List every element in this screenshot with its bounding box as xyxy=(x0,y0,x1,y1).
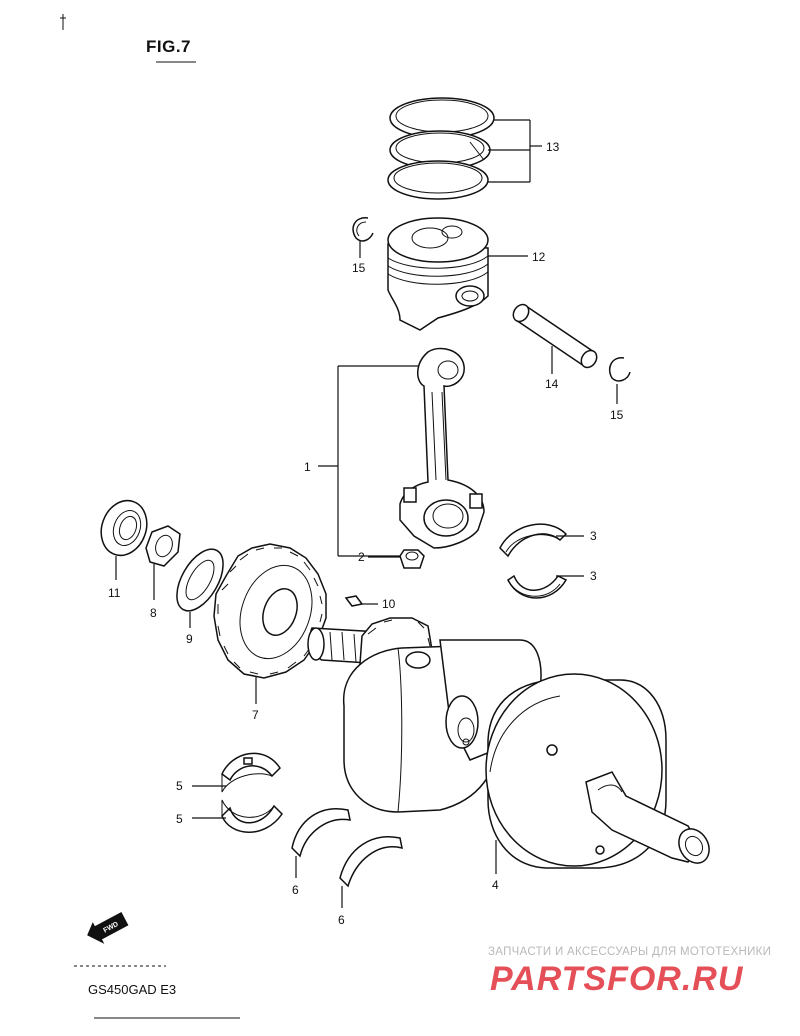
crank-bearing-upper[interactable] xyxy=(221,752,281,793)
watermark-tagline: ЗАПЧАСТИ И АКСЕССУАРЫ ДЛЯ МОТОТЕХНИКИ xyxy=(488,946,771,958)
ring-set-leader xyxy=(488,119,542,183)
piston[interactable] xyxy=(387,217,489,331)
conrod-assy-bracket xyxy=(318,365,418,557)
callout-3-lower[interactable]: 3 xyxy=(590,569,597,583)
piston-pin-circlip-left[interactable] xyxy=(352,217,374,242)
conrod-bearing-lower[interactable] xyxy=(507,574,568,599)
callout-2[interactable]: 2 xyxy=(358,550,365,564)
scan-marks xyxy=(60,14,196,63)
thrust-washer-right[interactable] xyxy=(339,836,403,888)
watermark-logo: PARTSFOR.RU xyxy=(490,960,744,998)
callout-14[interactable]: 14 xyxy=(545,377,559,391)
piston-pin-circlip-right[interactable] xyxy=(608,357,631,382)
callout-6-right[interactable]: 6 xyxy=(338,913,345,927)
crankshaft[interactable] xyxy=(307,617,715,869)
conrod-bearing-upper[interactable] xyxy=(499,523,568,558)
piston-ring-set[interactable] xyxy=(387,97,495,200)
crankshaft-key[interactable] xyxy=(344,595,364,607)
conrod-nut[interactable] xyxy=(399,549,425,569)
callout-5-upper[interactable]: 5 xyxy=(176,779,183,793)
callout-11[interactable]: 11 xyxy=(108,586,121,600)
washer[interactable] xyxy=(167,542,232,619)
crank-bearing-lower[interactable] xyxy=(221,799,283,833)
callout-labels: 13 12 15 14 15 1 2 3 3 11 8 9 10 7 5 5 6… xyxy=(108,140,624,927)
callout-7[interactable]: 7 xyxy=(252,708,259,722)
piston-pin[interactable] xyxy=(510,302,600,371)
callout-15-left[interactable]: 15 xyxy=(352,261,366,275)
callout-4[interactable]: 4 xyxy=(492,878,499,892)
callout-1[interactable]: 1 xyxy=(304,460,311,474)
primary-drive-gear[interactable] xyxy=(213,543,327,679)
oil-seal[interactable] xyxy=(94,494,154,562)
callout-10[interactable]: 10 xyxy=(382,597,396,611)
callout-6-left[interactable]: 6 xyxy=(292,883,299,897)
callout-8[interactable]: 8 xyxy=(150,606,157,620)
primary-drive-nut[interactable] xyxy=(145,525,181,567)
callout-3-upper[interactable]: 3 xyxy=(590,529,597,543)
callout-9[interactable]: 9 xyxy=(186,632,193,646)
thrust-washer-left[interactable] xyxy=(291,808,351,858)
callout-15-right[interactable]: 15 xyxy=(610,408,624,422)
figure-title: FIG.7 xyxy=(146,37,191,56)
callout-12[interactable]: 12 xyxy=(532,250,546,264)
model-code: GS450GAD E3 xyxy=(88,982,176,997)
forward-direction-arrow: FWD xyxy=(87,912,129,944)
connecting-rod[interactable] xyxy=(399,347,485,549)
callout-13[interactable]: 13 xyxy=(546,140,560,154)
callout-5-lower[interactable]: 5 xyxy=(176,812,183,826)
